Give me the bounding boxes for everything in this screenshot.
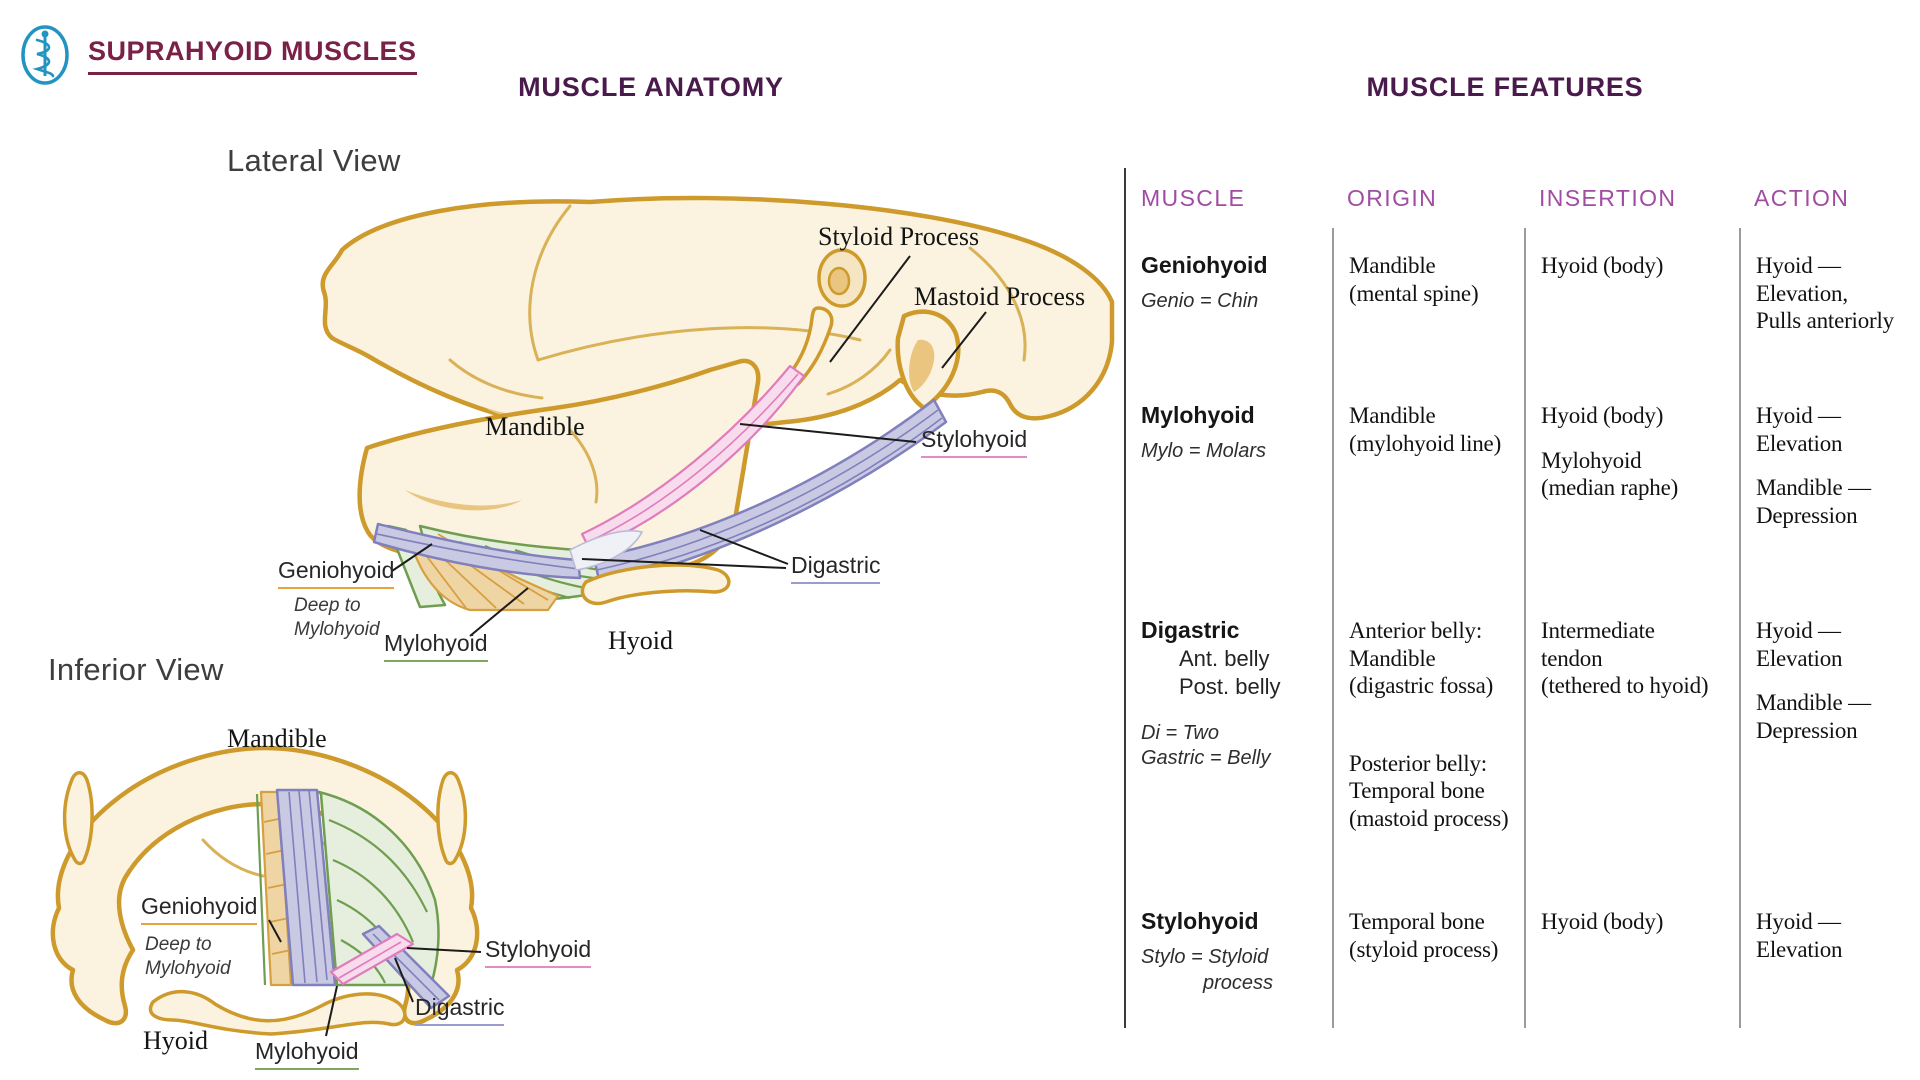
muscle-subpart: Ant. belly [1179, 646, 1270, 671]
note-line-2: Mylohyoid [294, 618, 380, 640]
table-row-geniohyoid-action-cell: Hyoid — Elevation, Pulls anteriorly [1739, 228, 1908, 400]
table-row-digastric-muscle-cell: Digastric Ant. belly Post. belly Di = Tw… [1126, 614, 1332, 905]
label-digastric-lateral: Digastric [791, 552, 881, 584]
table-row-digastric-origin-cell: Anterior belly: Mandible (digastric foss… [1332, 614, 1524, 905]
insertion-text-2: Mylohyoid (median raphe) [1541, 447, 1679, 501]
stylohyoid-muscle-inferior [329, 932, 415, 986]
col-header-origin: ORIGIN [1347, 184, 1438, 211]
note-deep-to-mylohyoid-inferior: Deep to Mylohyoid [145, 933, 231, 981]
label-mandible-lateral: Mandible [485, 412, 585, 441]
muscle-features-table: MUSCLE ORIGIN INSERTION ACTION Geniohyoi… [1124, 168, 1908, 1028]
origin-text: Anterior belly: Mandible (digastric foss… [1349, 618, 1494, 699]
muscle-subpart-2: Post. belly [1179, 674, 1281, 700]
table-row-mylohyoid-origin-cell: Mandible (mylohyoid line) [1332, 400, 1524, 614]
inferior-view-illustration [50, 745, 482, 1037]
table-body: Geniohyoid Genio = Chin Mandible (mental… [1126, 228, 1908, 1028]
insertion-text: Intermediate tendon (tethered to hyoid) [1541, 618, 1709, 699]
muscle-etymology: Di = Two [1141, 721, 1219, 744]
action-text: Hyoid — Elevation [1756, 618, 1843, 671]
muscle-etymology: Mylo = Molars [1141, 440, 1267, 462]
note-line-1: Deep to [145, 934, 212, 955]
label-geniohyoid-lateral: Geniohyoid [278, 557, 395, 589]
action-text: Hyoid — Elevation [1756, 909, 1843, 962]
label-stylohyoid-inferior: Stylohyoid [485, 936, 592, 968]
insertion-text: Hyoid (body) [1541, 253, 1664, 278]
muscle-name: Digastric [1141, 617, 1240, 643]
table-row-stylohyoid-insertion-cell: Hyoid (body) [1524, 905, 1739, 1028]
asclepius-staff-icon [20, 24, 70, 86]
note-deep-to-mylohyoid-lateral: Deep to Mylohyoid [294, 594, 380, 642]
stylohyoid-muscle [580, 364, 806, 552]
action-text-2: Mandible — Depression [1756, 690, 1871, 743]
lateral-view-heading: Lateral View [227, 143, 401, 178]
origin-text: Mandible (mental spine) [1349, 253, 1479, 306]
page-title: SUPRAHYOID MUSCLES [88, 36, 417, 75]
table-row-geniohyoid-insertion-cell: Hyoid (body) [1524, 228, 1739, 400]
geniohyoid-muscle-inferior [259, 790, 293, 987]
origin-text-2: Posterior belly: Temporal bone (mastoid … [1349, 750, 1509, 831]
mastoid-process-shape [895, 309, 961, 411]
col-header-action: ACTION [1754, 184, 1850, 211]
table-row-mylohyoid-muscle-cell: Mylohyoid Mylo = Molars [1126, 400, 1332, 614]
insertion-text: Hyoid (body) [1541, 909, 1664, 934]
origin-text: Mandible (mylohyoid line) [1349, 403, 1502, 456]
table-row-digastric-insertion-cell: Intermediate tendon (tethered to hyoid) [1524, 614, 1739, 905]
mylohyoid-muscle-inferior [255, 790, 440, 987]
muscle-etymology-2: Gastric = Belly [1141, 747, 1271, 770]
muscle-etymology-2: process [1203, 971, 1274, 994]
table-row-mylohyoid-insertion-cell: Hyoid (body) Mylohyoid (median raphe) [1524, 400, 1739, 614]
inferior-view-heading: Inferior View [48, 652, 224, 687]
table-row-geniohyoid-muscle-cell: Geniohyoid Genio = Chin [1126, 228, 1332, 400]
table-row-mylohyoid-action-cell: Hyoid — Elevation Mandible — Depression [1739, 400, 1908, 614]
leader-lines-inferior [268, 919, 482, 1037]
label-digastric-inferior: Digastric [415, 994, 505, 1026]
table-row-stylohyoid-origin-cell: Temporal bone (styloid process) [1332, 905, 1524, 1028]
label-mandible-inferior: Mandible [227, 724, 327, 753]
inferior-view-panel: Mandible Geniohyoid Deep to Mylohyoid Hy… [45, 690, 625, 1070]
label-stylohyoid-lateral: Stylohyoid [921, 426, 1028, 458]
brand-header: SUPRAHYOID MUSCLES [20, 24, 417, 86]
label-mastoid-process: Mastoid Process [914, 282, 1086, 311]
action-text: Hyoid — Elevation, Pulls anteriorly [1756, 253, 1894, 334]
digastric-anterior-belly-muscle [372, 522, 582, 580]
action-text-2: Mandible — Depression [1756, 475, 1871, 528]
muscle-etymology: Genio = Chin [1141, 290, 1259, 312]
muscle-etymology: Stylo = Styloid [1141, 946, 1269, 968]
table-header-row: MUSCLE ORIGIN INSERTION ACTION [1126, 168, 1908, 228]
muscle-name: Geniohyoid [1141, 252, 1268, 278]
col-header-insertion: INSERTION [1539, 184, 1677, 211]
col-header-muscle: MUSCLE [1141, 184, 1246, 211]
label-styloid-process: Styloid Process [818, 222, 980, 251]
hyoid-bone-shape [580, 563, 731, 606]
note-line-2: Mylohyoid [145, 957, 231, 979]
note-line-1: Deep to [294, 595, 361, 616]
table-row-stylohyoid-action-cell: Hyoid — Elevation [1739, 905, 1908, 1028]
muscle-anatomy-title: MUSCLE ANATOMY [518, 72, 784, 102]
table-row-digastric-action-cell: Hyoid — Elevation Mandible — Depression [1739, 614, 1908, 905]
ear-canal-shape [817, 248, 867, 308]
digastric-anterior-muscle-inferior [275, 788, 337, 987]
label-hyoid-lateral: Hyoid [608, 626, 673, 655]
muscle-name: Mylohyoid [1141, 402, 1255, 428]
label-hyoid-inferior: Hyoid [143, 1026, 208, 1055]
label-mylohyoid-inferior: Mylohyoid [255, 1038, 359, 1070]
muscle-features-title: MUSCLE FEATURES [1366, 72, 1644, 102]
table-row-geniohyoid-origin-cell: Mandible (mental spine) [1332, 228, 1524, 400]
hyoid-bone-inferior-shape [148, 989, 407, 1036]
muscle-name: Stylohyoid [1141, 908, 1259, 934]
label-geniohyoid-inferior: Geniohyoid [141, 893, 258, 925]
action-text: Hyoid — Elevation [1756, 403, 1843, 456]
origin-text: Temporal bone (styloid process) [1349, 909, 1499, 962]
lateral-view-illustration [320, 195, 1115, 637]
label-mylohyoid-lateral: Mylohyoid [384, 630, 488, 662]
lateral-view-panel: Styloid Process Mastoid Process Mandible… [270, 190, 1120, 680]
table-row-stylohyoid-muscle-cell: Stylohyoid Stylo = Styloid process [1126, 905, 1332, 1028]
insertion-text: Hyoid (body) [1541, 403, 1664, 428]
leader-lines [391, 255, 987, 637]
